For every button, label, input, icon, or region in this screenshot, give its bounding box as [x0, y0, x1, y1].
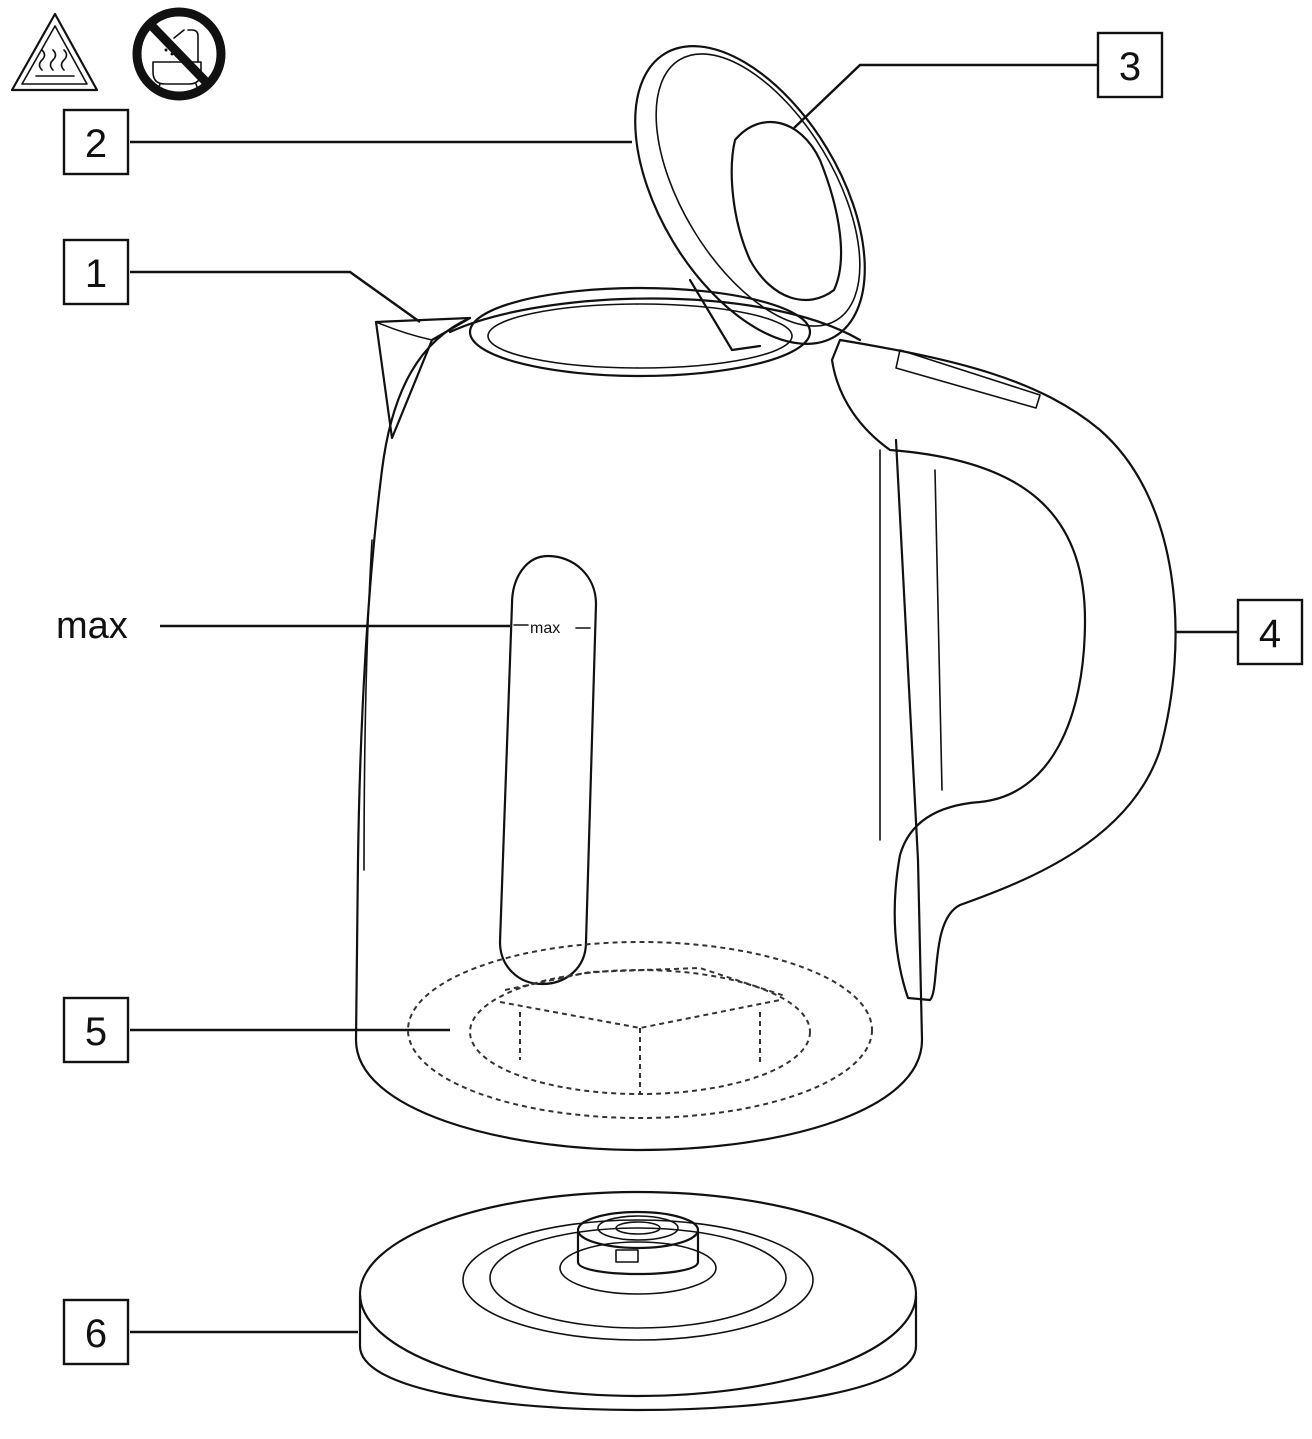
callout-2-number: 2 [85, 122, 107, 166]
callout-3: 3 [1096, 31, 1164, 99]
callout-6-number: 6 [85, 1312, 107, 1356]
callout-5-number: 5 [85, 1010, 107, 1054]
callout-6: 6 [62, 1298, 130, 1366]
kettle-lid [634, 45, 866, 352]
callout-1: 1 [62, 238, 130, 306]
kettle-body [354, 286, 924, 1152]
callout-5: 5 [62, 996, 130, 1064]
water-level-window: max [498, 554, 598, 986]
power-base [358, 1190, 918, 1412]
heating-element [407, 941, 873, 1119]
window-max-marking: max [530, 620, 560, 637]
leader-lines [130, 63, 1238, 1334]
callout-3-number: 3 [1119, 45, 1141, 89]
max-label: max [56, 605, 128, 647]
hot-surface-warning-icon [10, 12, 99, 92]
do-not-immerse-icon [132, 7, 226, 101]
kettle-handle [830, 338, 1177, 1002]
callout-1-number: 1 [85, 252, 107, 296]
callout-4-number: 4 [1259, 612, 1281, 656]
callout-4: 4 [1236, 598, 1304, 666]
kettle-spout [374, 316, 472, 440]
callout-2: 2 [62, 108, 130, 176]
